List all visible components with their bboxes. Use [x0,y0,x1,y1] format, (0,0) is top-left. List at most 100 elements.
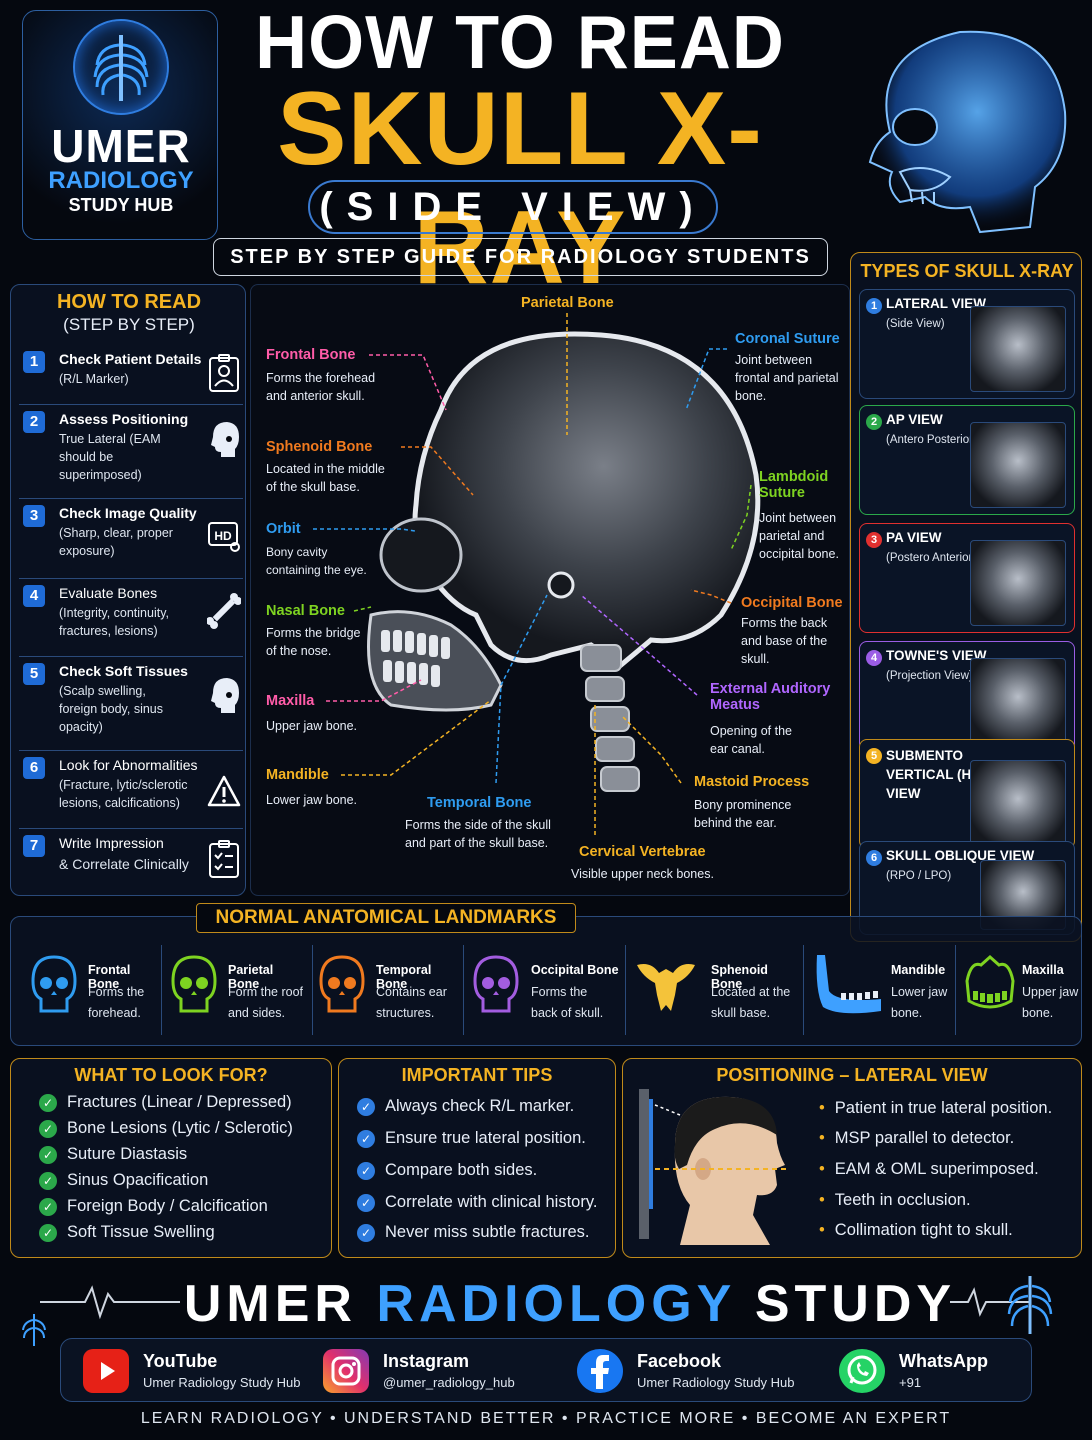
maxilla-icon [963,951,1017,1025]
step-item: 1 Check Patient Details (R/L Marker) [19,349,243,405]
type-number: 2 [866,414,882,430]
step-desc: (Integrity, continuity, fractures, lesio… [59,606,169,638]
check-icon: ✓ [357,1130,375,1148]
landmark-name: Temporal Bone [376,963,432,991]
social-name: Instagram [383,1351,470,1371]
landmark-item: Mandible Lower jaw bone. [811,947,951,1037]
cervical-label: Cervical Vertebrae [579,844,706,860]
mandible-label: Mandible [266,767,329,783]
type-number: 5 [866,748,882,764]
brand-line-2: RADIOLOGY [48,167,194,194]
hd-monitor-icon: HD [207,517,241,557]
landmark-desc: Upper jaw bone. [1022,985,1079,1020]
step-item: 5 Check Soft Tissues (Scalp swelling, fo… [19,661,243,751]
skull-icon [469,951,523,1025]
step-desc: (R/L Marker) [59,372,129,386]
step-number: 4 [23,585,45,607]
lambdoid-label: Lambdoid Suture [759,469,829,501]
coronal-desc: Joint between frontal and parietal bone. [735,353,839,403]
youtube-link[interactable]: YouTube Umer Radiology Study Hub [83,1347,303,1395]
footer-slogan: LEARN RADIOLOGY • UNDERSTAND BETTER • PR… [140,1410,952,1427]
landmark-desc: Lower jaw bone. [891,985,948,1020]
landmarks-title: NORMAL ANATOMICAL LANDMARKS [196,903,576,933]
type-number: 1 [866,298,882,314]
nasal-label: Nasal Bone [266,603,345,619]
divider [625,945,626,1035]
check-icon: ✓ [39,1198,57,1216]
cervical-desc: Visible upper neck bones. [571,867,714,881]
whatsapp-icon [839,1349,885,1393]
tips-panel: IMPORTANT TIPS ✓Always check R/L marker.… [338,1058,616,1258]
step-item: 6 Look for Abnormalities (Fracture, lyti… [19,755,243,829]
steps-subtitle: (STEP BY STEP) [63,315,195,334]
xray-thumbnail [970,306,1066,392]
youtube-icon [83,1349,129,1393]
step-title: Look for Abnormalities [59,757,198,773]
tips-title: IMPORTANT TIPS [401,1065,553,1085]
instagram-link[interactable]: Instagram @umer_radiology_hub [323,1347,543,1395]
landmark-item: Parietal Bone Form the roof and sides. [167,947,307,1037]
xray-thumbnail [970,658,1066,744]
xray-thumbnail [970,422,1066,508]
step-number: 7 [23,835,45,857]
temporal-desc: Forms the side of the skull and part of … [405,818,551,850]
step-number: 6 [23,757,45,779]
check-icon: ✓ [357,1194,375,1212]
check-icon: ✓ [39,1224,57,1242]
type-card: 4 TOWNE'S VIEW (Projection View) [859,641,1075,751]
warning-icon [207,773,241,813]
facebook-icon [577,1349,623,1393]
xray-thumbnail [970,540,1066,626]
step-item: 2 Assess Positioning True Lateral (EAM s… [19,409,243,499]
divider [803,945,804,1035]
heartbeat-icon [40,1280,180,1320]
ribcage-icon [18,1310,50,1350]
landmark-desc: Contains ear structures. [376,985,447,1020]
svg-text:HD: HD [214,529,232,543]
landmark-item: Maxilla Upper jaw bone. [963,947,1079,1037]
sphenoid-icon [635,951,697,1025]
landmark-name: Occipital Bone [531,963,619,977]
steps-panel: HOW TO READ (STEP BY STEP) 1 Check Patie… [10,284,246,896]
check-icon: ✓ [357,1098,375,1116]
page-subtitle: STEP BY STEP GUIDE FOR RADIOLOGY STUDENT… [213,238,828,276]
landmark-item: Temporal Bone Contains ear structures. [315,947,465,1037]
step-number: 3 [23,505,45,527]
check-icon: ✓ [39,1094,57,1112]
step-number: 5 [23,663,45,685]
facebook-link[interactable]: Facebook Umer Radiology Study Hub [577,1347,807,1395]
bone-icon [206,591,242,631]
social-handle: Umer Radiology Study Hub [637,1375,795,1390]
look-for-title: WHAT TO LOOK FOR? [74,1065,268,1085]
positioning-item: MSP parallel to detector. [819,1129,1014,1148]
frontal-desc: Forms the forehead and anterior skull. [266,371,376,403]
landmarks-panel: NORMAL ANATOMICAL LANDMARKS Frontal Bone… [10,903,1082,1046]
type-number: 3 [866,532,882,548]
step-desc: (Sharp, clear, proper exposure) [59,526,173,558]
step-title: Check Patient Details [59,351,202,367]
step-title: Assess Positioning [59,411,189,427]
type-card: 5 SUBMENTO VERTICAL (HSMV) VIEW [859,739,1075,849]
footer-title-a: UMER [183,1275,357,1333]
step-item: 4 Evaluate Bones (Integrity, continuity,… [19,583,243,657]
title-top: HOW TO READ [255,1,785,86]
whatsapp-link[interactable]: WhatsApp +91 [839,1347,1019,1395]
landmark-name: Mandible [891,963,946,977]
type-number: 6 [866,850,882,866]
landmark-item: Occipital Bone Forms the back of skull. [469,947,621,1037]
skull-icon [315,951,369,1025]
types-title: TYPES OF SKULL X-RAY [860,261,1074,281]
landmark-desc: Form the roof and sides. [228,985,304,1020]
type-sub: (Postero Anterior) [886,552,977,564]
coronal-label: Coronal Suture [735,331,840,347]
id-badge-icon [207,353,241,393]
brand-line-3: STUDY HUB [68,195,174,215]
divider [463,945,464,1035]
clipboard-check-icon [207,839,241,879]
social-handle: @umer_radiology_hub [383,1375,515,1390]
positioning-item: Patient in true lateral position. [819,1099,1052,1118]
frontal-label: Frontal Bone [266,347,356,363]
skull-hero-icon [830,12,1080,242]
landmark-desc: Forms the back of skull. [531,985,604,1020]
look-for-panel: WHAT TO LOOK FOR? ✓Fractures (Linear / D… [10,1058,332,1258]
